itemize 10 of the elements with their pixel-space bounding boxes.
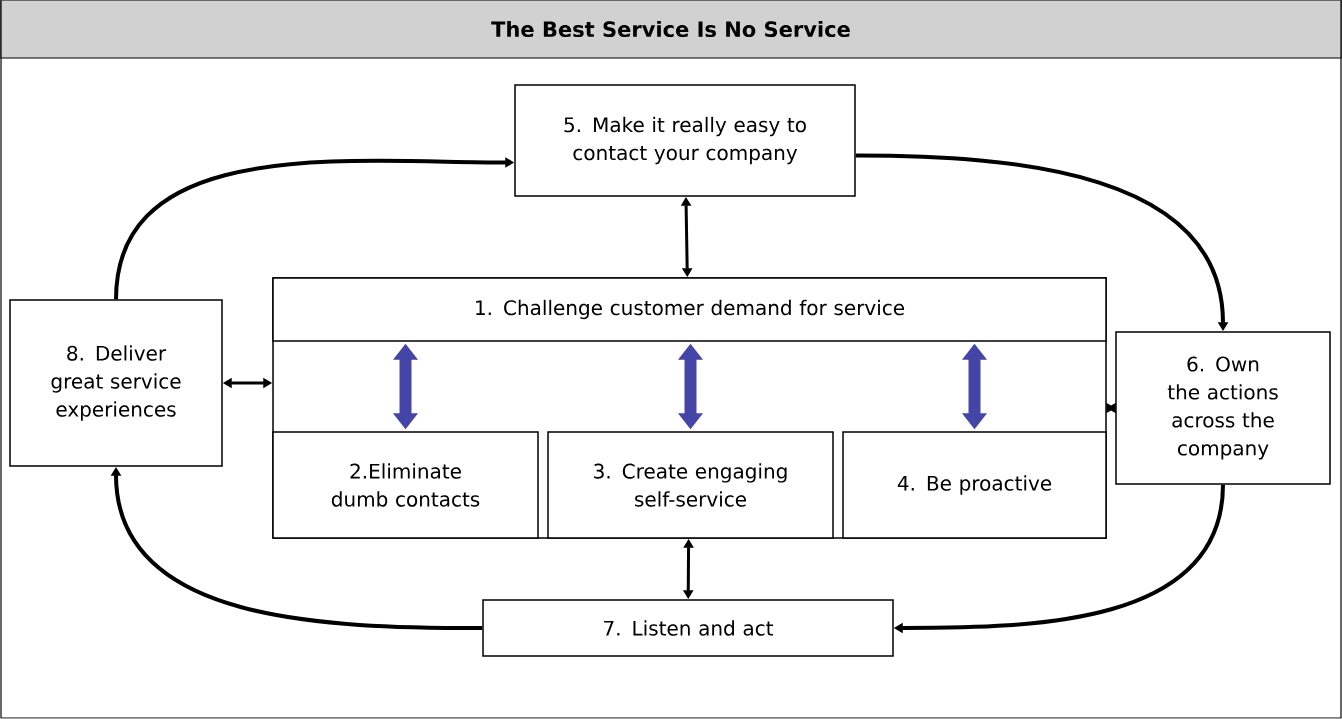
process-box: 5. Make it really easy to contact your company — [514, 84, 856, 197]
process-box: 7. Listen and act — [482, 599, 894, 657]
process-box: 3. Create engaging self-service — [547, 431, 834, 539]
title-banner: The Best Service Is No Service — [0, 0, 1342, 59]
process-box: 2.Eliminate dumb contacts — [272, 431, 539, 539]
process-box: 8. Deliver great service experiences — [9, 299, 223, 467]
arrow — [1106, 402, 1116, 414]
process-box: 4. Be proactive — [842, 431, 1107, 539]
header-band: 1. Challenge customer demand for service — [272, 277, 1107, 342]
process-box: 6. Own the actions across the company — [1115, 331, 1331, 485]
